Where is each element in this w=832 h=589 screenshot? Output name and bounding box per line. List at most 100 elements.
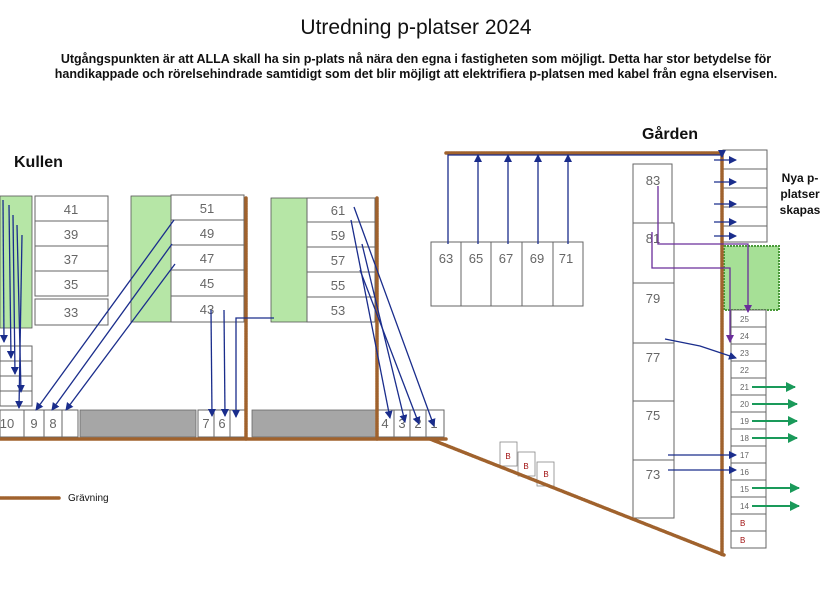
house-number: 81 [646,231,660,246]
house-number: 63 [439,251,453,266]
house-number: 73 [646,467,660,482]
new-parking-column [722,149,768,243]
house [170,194,245,221]
right-parking-column: 25 24 23 22 21 20 19 18 17 16 15 14 B B [730,309,767,549]
garage [251,409,377,438]
parking-space [0,360,33,377]
house-number: 33 [64,305,78,320]
parking-number: 21 [740,383,749,392]
parking-number: 18 [740,434,749,443]
parking-space [61,409,79,438]
arrow [207,309,216,417]
house-number: 83 [646,173,660,188]
parking-number: 6 [218,416,225,431]
house [490,241,523,307]
house [552,241,584,307]
new-spaces-line-3: skapas [779,203,821,217]
trench [428,437,726,557]
green-area [270,197,308,323]
garden-row: 63 65 67 69 71 [430,241,584,307]
new-spaces-line-1: Nya p- [781,171,819,185]
arrow [15,234,24,409]
parking-number: 14 [740,502,749,511]
house [170,219,245,246]
parking-space [0,345,33,362]
parking-space [722,168,768,189]
green-area [723,245,780,311]
arrow [35,219,175,411]
parking-number: 7 [202,416,209,431]
green-arrows [752,382,800,511]
new-spaces-line-2: platser [780,187,820,201]
garden-column: 83 81 79 77 75 73 [632,163,675,519]
house-number: 67 [499,251,513,266]
house-number: 59 [331,228,345,243]
b-marker-label: B [523,462,528,471]
parking-space [0,390,33,407]
parking-number: 23 [740,349,749,358]
house-number: 65 [469,251,483,266]
arrow [651,232,734,343]
page-title: Utredning p-platser 2024 [300,16,532,39]
arrow [359,269,421,425]
kullen-row-1: 41 39 37 35 33 [34,195,109,326]
parking-number: 3 [398,416,405,431]
house-number: 47 [200,251,214,266]
arrow [353,206,436,427]
house [430,241,462,307]
arrow [6,204,15,359]
parking-number: 16 [740,468,749,477]
arrow [447,150,726,244]
parking-space [730,513,767,532]
parking-number: B [740,536,745,545]
house-number: 49 [200,226,214,241]
b-marker-label: B [543,470,548,479]
b-marker-label: B [505,452,510,461]
arrow [51,243,173,411]
house [170,244,245,271]
green-area [130,195,172,323]
house-number: 43 [200,302,214,317]
section-garden-label: Gården [642,126,699,143]
house-number: 45 [200,276,214,291]
kullen-row-3: 61 59 57 55 53 [306,197,376,323]
blue-arrows [0,150,737,474]
house-number: 69 [530,251,544,266]
intro-text: Utgångspunkten är att ALLA skall ha sin … [54,52,778,81]
kullen-left-stubs [0,345,33,407]
parking-number: B [740,519,745,528]
parking-number: 4 [381,416,388,431]
house-number: 79 [646,291,660,306]
parking-number: 10 [0,416,14,431]
arrow [65,263,176,411]
house-number: 53 [331,303,345,318]
arrow [220,309,229,417]
parking-number: 25 [740,315,749,324]
kullen-row-2: 51 49 47 45 43 [170,194,245,323]
purple-arrows [651,186,752,343]
b-marker [499,441,518,467]
house-number: 37 [64,252,78,267]
parking-space [722,225,768,243]
new-spaces-label: Nya p- platser skapas [770,170,830,218]
legend-label: Grävning [68,493,109,504]
parking-number: 9 [30,416,37,431]
house [170,295,245,323]
parking-space [0,409,25,438]
house [306,197,376,223]
arrow [664,338,737,360]
house [170,269,245,297]
house-number: 35 [64,277,78,292]
parking-number: 24 [740,332,749,341]
house-number: 51 [200,201,214,216]
arrow [350,219,393,419]
green-area [0,195,33,329]
arrow [10,214,19,375]
house-number: 55 [331,278,345,293]
parking-number: 15 [740,485,749,494]
house-number: 75 [646,408,660,423]
trench-lines [0,151,726,557]
parking-space [722,206,768,227]
parking-space [730,530,767,549]
